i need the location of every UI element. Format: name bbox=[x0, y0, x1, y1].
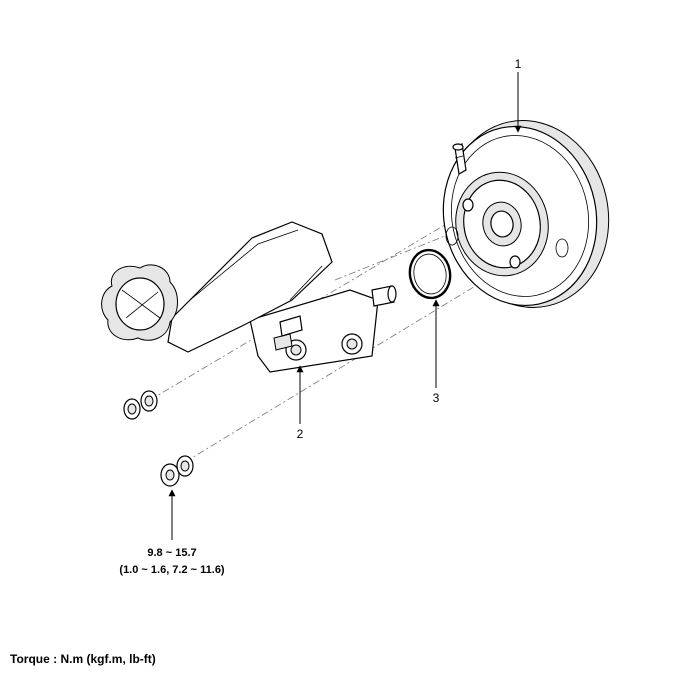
torque-spec-value: 9.8 ~ 15.7 bbox=[147, 547, 196, 559]
o-ring bbox=[408, 248, 452, 300]
callout-1: 1 bbox=[515, 57, 522, 71]
callout-3: 3 bbox=[433, 391, 440, 405]
upper-nut-washer bbox=[123, 390, 158, 420]
lower-nut-washer bbox=[160, 455, 194, 487]
master-cylinder bbox=[101, 221, 397, 373]
callout-2: 2 bbox=[297, 427, 304, 441]
brake-booster bbox=[442, 120, 610, 308]
torque-spec-converted: (1.0 ~ 1.6, 7.2 ~ 11.6) bbox=[119, 564, 225, 576]
torque-units-note: Torque : N.m (kgf.m, lb-ft) bbox=[10, 652, 156, 666]
